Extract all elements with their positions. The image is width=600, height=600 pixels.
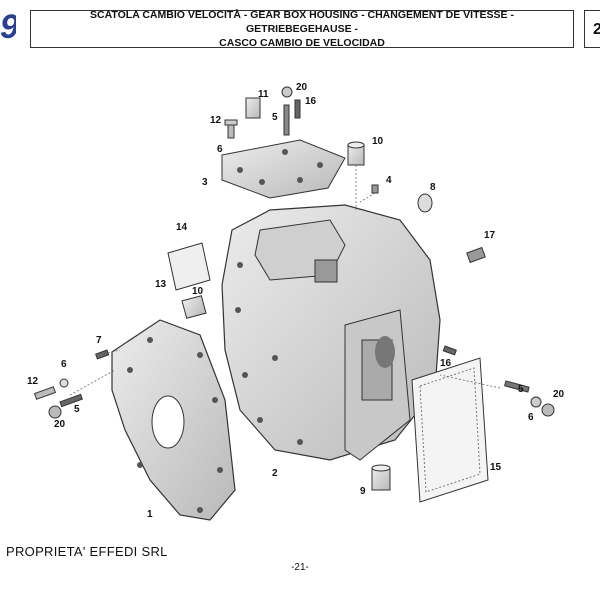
callout-20-top: 20	[296, 82, 308, 93]
callout-16-right: 16	[440, 358, 452, 369]
part-top-cover	[221, 139, 346, 199]
callout-10-top: 10	[372, 136, 384, 147]
callout-14: 14	[176, 222, 188, 233]
exploded-parts-diagram: 1 2 3 4 5 5 5 6 6 6 7 8 9 10 10 11 12 12…	[27, 82, 565, 521]
callout-7: 7	[96, 335, 102, 346]
callout-4: 4	[386, 175, 392, 186]
title-line-2: CASCO CAMBIO DE VELOCIDAD	[219, 37, 385, 49]
callout-6-top: 6	[217, 144, 223, 155]
part-bolt-top	[224, 119, 238, 139]
part-small-plug	[371, 184, 379, 194]
part-bushing-bottom	[371, 464, 391, 491]
footer-page-number: -21-	[291, 562, 309, 573]
callout-1: 1	[147, 509, 153, 520]
callout-20-right: 20	[553, 389, 565, 400]
callout-5-left: 5	[74, 404, 80, 415]
callout-5-top: 5	[272, 112, 278, 123]
brand-logo: 9	[0, 10, 16, 44]
callout-12-top: 12	[210, 115, 222, 126]
callout-20-left: 20	[54, 419, 66, 430]
part-fitting	[466, 246, 486, 264]
callout-13: 13	[155, 279, 167, 290]
part-stud-top	[281, 86, 301, 136]
callout-6-left: 6	[61, 359, 67, 370]
part-ring	[417, 193, 433, 213]
callout-17: 17	[484, 230, 496, 241]
part-small-plate	[167, 242, 211, 291]
callout-16-top: 16	[305, 96, 317, 107]
callout-8: 8	[430, 182, 436, 193]
part-stud-left	[33, 349, 110, 419]
page-title: SCATOLA CAMBIO VELOCITÀ - GEAR BOX HOUSI…	[30, 9, 574, 49]
part-gasket-plate	[411, 357, 489, 503]
callout-5-right: 5	[518, 384, 524, 395]
callout-9: 9	[360, 486, 366, 497]
part-stud-right	[442, 345, 555, 417]
callout-15: 15	[490, 462, 502, 473]
footer-owner: PROPRIETA' EFFEDI SRL	[6, 544, 168, 559]
title-line-1: SCATOLA CAMBIO VELOCITÀ - GEAR BOX HOUSI…	[90, 9, 514, 35]
part-main-housing	[221, 204, 441, 461]
callout-11: 11	[258, 89, 269, 100]
callout-2: 2	[272, 468, 278, 479]
part-bushing-top	[347, 141, 365, 166]
callout-12-left: 12	[27, 376, 39, 387]
callout-6-right: 6	[528, 412, 534, 423]
section-number: 2	[584, 10, 600, 48]
part-plug	[245, 97, 261, 119]
part-side-cover	[111, 319, 236, 521]
callout-10-left: 10	[192, 286, 204, 297]
leader-lines	[69, 165, 501, 396]
part-bushing-left	[181, 295, 207, 319]
callout-3: 3	[202, 177, 208, 188]
